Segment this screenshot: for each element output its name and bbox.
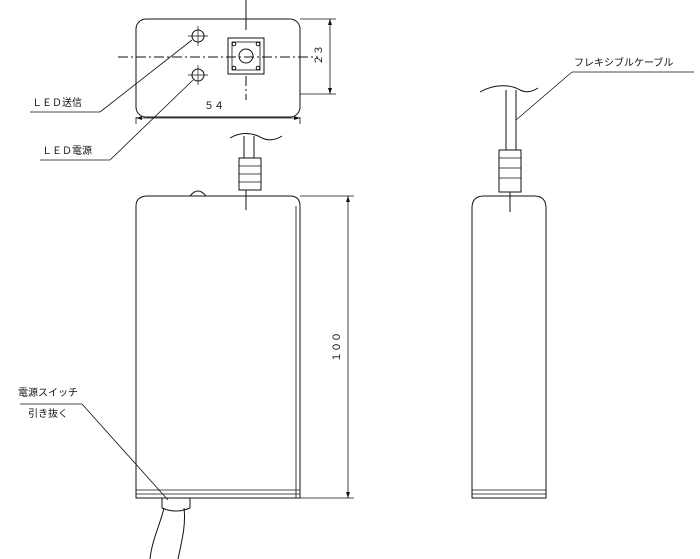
pull-out-label: 引き抜く (28, 409, 68, 420)
power-switch-tab (161, 498, 191, 512)
connector-square (227, 37, 265, 75)
width-dimension-value: ５４ (204, 101, 224, 112)
led-send-hole (188, 26, 208, 46)
flexible-cable-label: フレキシブルケーブル (574, 58, 674, 69)
body-height-dimension-value: １００ (332, 332, 343, 362)
side-cable-break-mark (479, 85, 539, 93)
side-body-outline (471, 195, 547, 499)
led-power-hole (188, 65, 208, 85)
power-switch-label: 電源スイッチ (18, 388, 78, 399)
top-view (30, 0, 336, 161)
side-cable-fitting (498, 149, 522, 193)
flexible-cable-leader (515, 71, 573, 121)
top-view-outline (135, 18, 301, 118)
pull-cord (149, 507, 185, 559)
front-view (20, 190, 354, 559)
side-view (471, 71, 694, 499)
front-body-outline (135, 195, 301, 499)
connector-center (238, 48, 254, 64)
front-cable (229, 133, 283, 210)
led-send-label: ＬＥＤ送信 (32, 98, 82, 109)
small-height-dimension-value: ２３ (314, 45, 325, 65)
cable-break-mark (229, 133, 283, 141)
led-power-label: ＬＥＤ電源 (42, 146, 92, 157)
top-nub (189, 190, 207, 197)
led-send-leader (99, 39, 193, 113)
led-power-leader (109, 79, 194, 161)
